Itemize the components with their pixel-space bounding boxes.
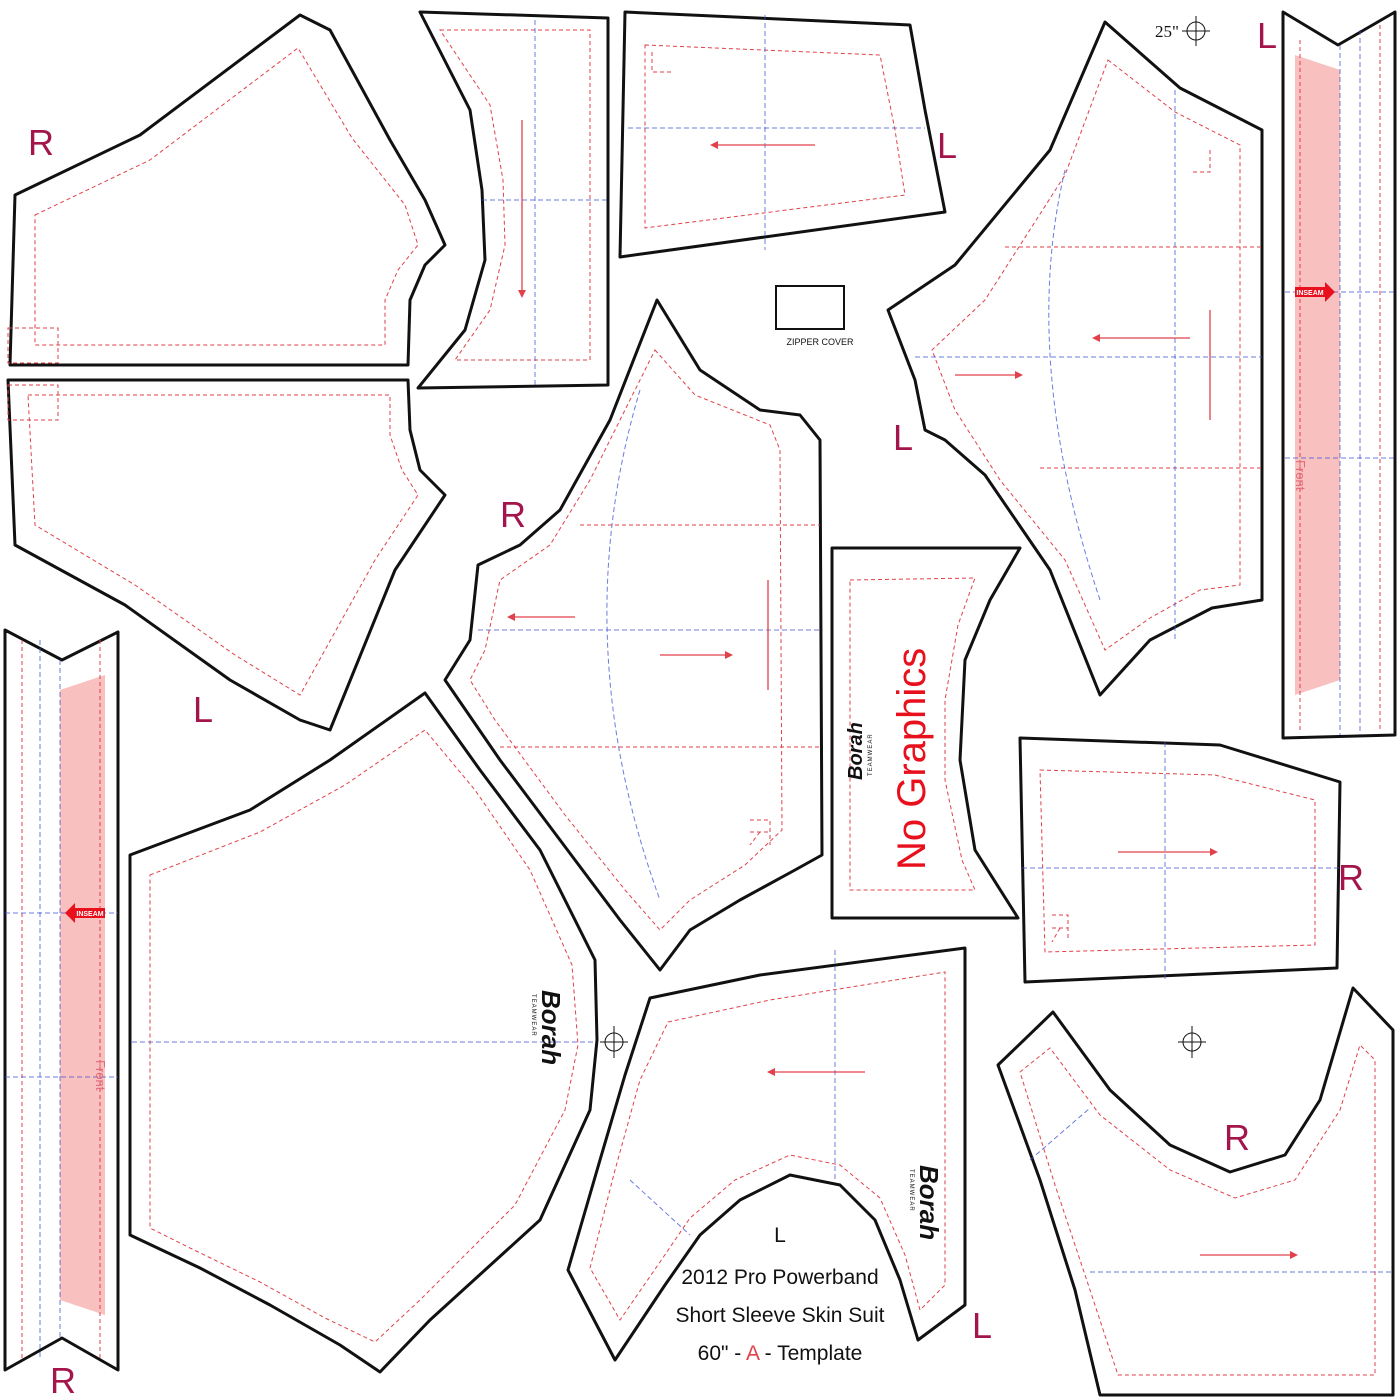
svg-text:Borah: Borah: [536, 990, 566, 1065]
pattern-piece-sleeve-right: [1018, 736, 1342, 984]
registration-mark-right: [1178, 1026, 1206, 1058]
title-line-2: Short Sleeve Skin Suit: [676, 1304, 885, 1327]
side-label-bottom-right-leg: R: [1224, 1117, 1250, 1158]
svg-text:TEAMWEAR: TEAMWEAR: [908, 1169, 914, 1212]
svg-text:TEAMWEAR: TEAMWEAR: [868, 733, 874, 776]
pattern-piece-no-graphics: Borah TEAMWEAR No Graphics: [830, 546, 1022, 920]
pattern-piece-leg-right: [996, 986, 1395, 1397]
pattern-piece-front-lower-left: [6, 378, 447, 732]
pattern-piece-center-back: [443, 298, 824, 972]
title-line-3: 60" - A - Template: [698, 1342, 863, 1365]
svg-text:TEAMWEAR: TEAMWEAR: [530, 994, 536, 1037]
title-size: L: [774, 1224, 786, 1247]
svg-text:Borah: Borah: [845, 722, 867, 780]
pattern-piece-side-strip-left: INSEAM Front: [3, 628, 120, 1372]
pattern-piece-leg-left: Borah TEAMWEAR: [566, 946, 967, 1362]
side-label-top-left: R: [28, 122, 54, 163]
inseam-label-right: INSEAM: [1296, 290, 1323, 297]
pattern-piece-front-upper-right: [7, 13, 447, 367]
inseam-label-left: INSEAM: [76, 911, 103, 918]
scale-marker: 25": [1155, 16, 1210, 46]
borah-logo-leg: Borah TEAMWEAR: [908, 1165, 944, 1240]
pattern-piece-back-left: [886, 20, 1264, 697]
title-line-1: 2012 Pro Powerband: [681, 1266, 878, 1289]
side-label-center-back: R: [500, 494, 526, 535]
side-label-top-center: L: [937, 125, 957, 166]
pattern-piece-side-strip-right: INSEAM Front: [1281, 10, 1397, 740]
pattern-piece-front-lower: Borah TEAMWEAR: [128, 691, 599, 1374]
pattern-piece-upper-insert: [416, 10, 610, 390]
side-label-bottom-left-strip: R: [50, 1360, 76, 1400]
side-label-right-sleeve: R: [1338, 857, 1364, 898]
side-label-left-lower: L: [193, 689, 213, 730]
front-label-right: Front: [1293, 460, 1308, 491]
zipper-cover-label: ZIPPER COVER: [786, 337, 854, 347]
title-block: L 2012 Pro Powerband Short Sleeve Skin S…: [676, 1224, 885, 1365]
svg-text:Borah: Borah: [914, 1165, 944, 1240]
scale-label: 25": [1155, 22, 1179, 41]
borah-logo-small: Borah TEAMWEAR: [845, 722, 874, 780]
side-label-bottom-center-leg: L: [972, 1305, 992, 1346]
registration-mark-center: [600, 1026, 628, 1058]
borah-logo-front: Borah TEAMWEAR: [530, 990, 566, 1065]
zipper-cover-piece: ZIPPER COVER: [775, 285, 854, 347]
side-label-back-left: L: [893, 417, 913, 458]
side-label-top-right-strip: L: [1257, 15, 1277, 56]
pattern-piece-collar-left: [618, 10, 947, 259]
no-graphics-label: No Graphics: [890, 648, 934, 870]
front-label-left: Front: [93, 1060, 108, 1091]
